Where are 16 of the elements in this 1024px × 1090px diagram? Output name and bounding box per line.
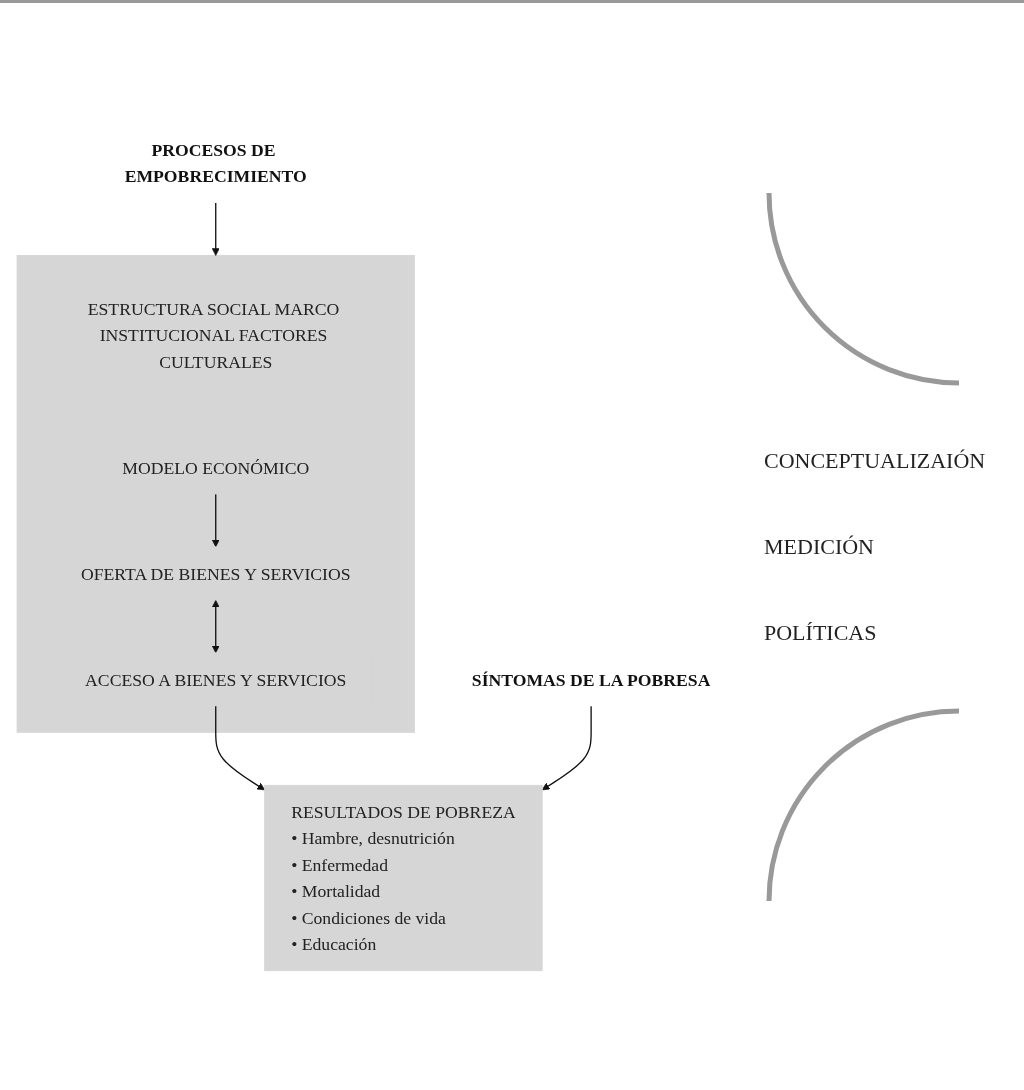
node-text: SÍNTOMAS DE LA POBRESA xyxy=(471,669,711,689)
arrow xyxy=(541,704,592,790)
side-label: MEDICIÓN xyxy=(764,533,875,560)
node-text: ESTRUCTURA SOCIAL MARCO INSTITUCIONAL FACTORES CULTURALES xyxy=(87,298,340,371)
side-label: POLÍTICAS xyxy=(764,619,878,646)
arrow xyxy=(211,201,220,256)
arrow xyxy=(211,492,220,547)
node-text: ACCESO A BIENES Y SERVICIOS xyxy=(85,669,347,689)
arrow xyxy=(215,704,265,790)
arrow xyxy=(211,599,220,653)
node-box: RESULTADOS DE POBREZA • Hambre, desnutrición • Enfermedad • Mortalidad • Condiciones de vida • Educación xyxy=(264,784,543,971)
node-text: PROCESOS DE EMPOBRECIMIENTO xyxy=(124,139,307,186)
cluster xyxy=(16,254,415,733)
node-text: MODELO ECONÓMICO xyxy=(122,457,310,477)
node-text: OFERTA DE BIENES Y SERVICIOS xyxy=(80,563,351,583)
side-label: CONCEPTUALIZAIÓN xyxy=(764,447,987,474)
